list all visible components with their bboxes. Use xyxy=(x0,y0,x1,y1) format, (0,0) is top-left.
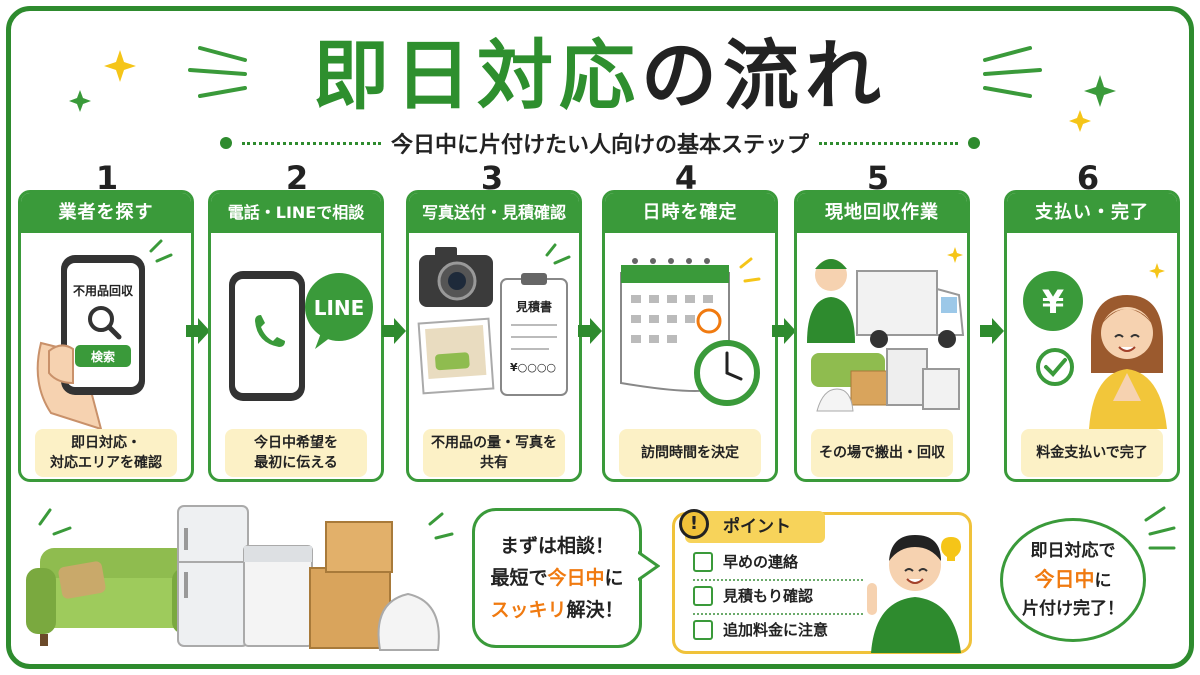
lightbulb-icon xyxy=(941,537,961,561)
subtitle: 今日中に片付けたい人向けの基本ステップ xyxy=(391,133,810,158)
point-box: ポイント ! 早めの連絡 見積もり確認 追加料金に注意 xyxy=(672,509,972,654)
title-part1: 即日対応 xyxy=(313,31,641,120)
step-3-illustration: 見積書 ¥○○○○ xyxy=(409,233,579,429)
step-5-number: 5 xyxy=(866,159,890,197)
sparkle-icon xyxy=(947,247,963,263)
step-6-number: 6 xyxy=(1076,159,1100,197)
step-2-illustration: LINE xyxy=(211,233,381,429)
cardboard-box-icon xyxy=(309,521,393,649)
checkbox-icon xyxy=(693,620,713,640)
arrow-right-icon xyxy=(980,318,1004,344)
truck-icon xyxy=(856,270,938,336)
sparkle-icon xyxy=(69,90,91,112)
arrow-right-icon xyxy=(186,318,210,344)
subtitle-row: 今日中に片付けたい人向けの基本ステップ xyxy=(220,128,981,158)
trash-bag-icon xyxy=(377,592,440,651)
step-1-desc: 即日対応・ 対応エリアを確認 xyxy=(35,429,177,477)
step-5-card: 現地回収作業 その場で搬出・回収 xyxy=(794,190,970,482)
checkbox-icon xyxy=(693,552,713,572)
step-3-card: 写真送付・見積確認 見積書 ¥○○○○ 不用品の量・写真を 共有 xyxy=(406,190,582,482)
step-1-card: 業者を探す 不用品回収 検索 即日対応・ 対応エリアを確認 xyxy=(18,190,194,482)
quote-title: 見積書 xyxy=(515,299,552,314)
step-4-title: 日時を確定 xyxy=(605,193,775,233)
step-3-number: 3 xyxy=(480,159,504,197)
step-5-desc: その場で搬出・回収 xyxy=(811,429,953,477)
bottom-illustration xyxy=(26,505,454,651)
phone-call-icon xyxy=(255,315,285,347)
title-part2: の流れ xyxy=(641,31,887,120)
phone-search-button: 検索 xyxy=(91,349,115,364)
sparkle-icon xyxy=(1149,263,1165,279)
sofa-icon xyxy=(26,548,202,646)
step-4-number: 4 xyxy=(674,159,698,197)
line-badge: LINE xyxy=(314,296,365,320)
step-1-illustration: 不用品回収 検索 xyxy=(21,233,191,429)
arrow-right-icon xyxy=(578,318,602,344)
refrigerator-icon xyxy=(177,505,249,647)
decor-top-right xyxy=(983,46,1116,132)
sparkle-icon xyxy=(1069,110,1091,132)
yen-symbol: ¥ xyxy=(1042,283,1064,321)
step-1-number: 1 xyxy=(95,159,119,197)
step-5-illustration xyxy=(797,233,967,429)
point-item-2: 見積もり確認 xyxy=(693,583,883,609)
quote-amount: ¥○○○○ xyxy=(510,361,556,374)
step-2-desc: 今日中希望を 最初に伝える xyxy=(225,429,367,477)
yen-coin-icon xyxy=(1023,271,1083,331)
page-title: 即日対応の流れ xyxy=(0,28,1200,124)
point-item-3: 追加料金に注意 xyxy=(693,617,883,643)
step-6-illustration: ¥ xyxy=(1007,233,1177,429)
step-3-desc: 不用品の量・写真を 共有 xyxy=(423,429,565,477)
step-2-title: 電話・LINEで相談 xyxy=(211,193,381,233)
step-2-card: 電話・LINEで相談 LINE 今日中希望を 最初に伝える xyxy=(208,190,384,482)
completion-badge: 即日対応で 今日中に 片付け完了！ xyxy=(1000,518,1146,642)
check-circle-icon xyxy=(1036,348,1074,386)
decor-top-left xyxy=(69,46,247,112)
phone-search-label: 不用品回収 xyxy=(73,284,134,298)
step-5-title: 現地回収作業 xyxy=(797,193,967,233)
step-2-number: 2 xyxy=(285,159,309,197)
washing-machine-icon xyxy=(243,545,313,647)
step-6-card: 支払い・完了 ¥ 料金支払いで完了 xyxy=(1004,190,1180,482)
magnifier-icon xyxy=(88,306,114,332)
point-item-1: 早めの連絡 xyxy=(693,549,883,575)
step-6-title: 支払い・完了 xyxy=(1007,193,1177,233)
bubble-tail xyxy=(638,550,660,582)
speech-bubble: まずは相談！ 最短で今日中に スッキリ解決！ xyxy=(472,508,642,648)
arrow-right-icon xyxy=(382,318,406,344)
step-6-desc: 料金支払いで完了 xyxy=(1021,429,1163,477)
step-4-desc: 訪問時間を決定 xyxy=(619,429,761,477)
sparkle-icon xyxy=(104,50,136,82)
step-4-illustration xyxy=(605,233,775,429)
checkbox-icon xyxy=(693,586,713,606)
step-4-card: 日時を確定 訪問時間を決定 xyxy=(602,190,778,482)
staff-man-icon xyxy=(867,535,961,653)
exclamation-icon: ! xyxy=(679,509,709,539)
sparkle-icon xyxy=(1084,75,1116,107)
step-3-title: 写真送付・見積確認 xyxy=(409,193,579,233)
customer-icon xyxy=(1101,307,1153,359)
step-1-title: 業者を探す xyxy=(21,193,191,233)
arrow-right-icon xyxy=(772,318,796,344)
decor-bottom-right xyxy=(1144,506,1176,550)
